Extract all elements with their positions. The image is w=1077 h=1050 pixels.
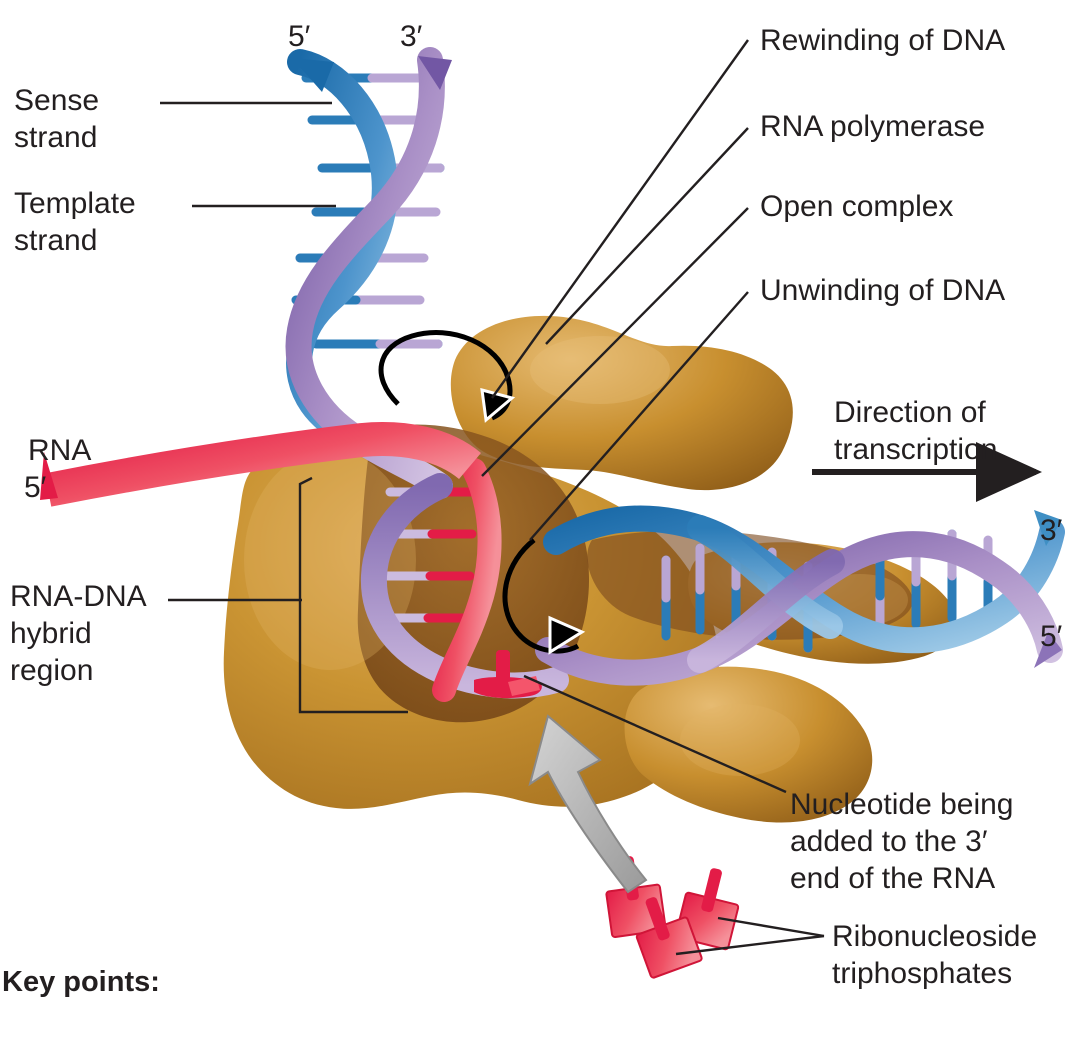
- label-ribonucleoside-triphosphates: Ribonucleoside triphosphates: [832, 920, 1038, 990]
- label-rna-5-prime: 5′: [24, 471, 47, 504]
- label-rna-dna-hybrid-region: RNA-DNA hybrid region: [10, 580, 147, 687]
- strand-end-downstream-5: 5′: [1040, 620, 1063, 653]
- leader-lines: [160, 39, 825, 956]
- label-rna-polymerase: RNA polymerase: [760, 110, 986, 143]
- label-nucleotide-being-added: Nucleotide being added to the 3′ end of …: [790, 788, 1014, 895]
- rewinding-arrowhead: [480, 387, 516, 423]
- label-template-strand: Template strand: [14, 187, 136, 257]
- strand-end-upstream-template-3: 3′: [400, 20, 423, 53]
- key-points-heading: Key points:: [2, 966, 160, 998]
- leader-nucleotide-added: [523, 674, 787, 794]
- strand-end-downstream-3: 3′: [1040, 514, 1063, 547]
- unwinding-arrowhead: [548, 615, 586, 655]
- label-rna: RNA: [28, 434, 92, 467]
- substrate-supply-arrow: [528, 714, 648, 894]
- leader-rewinding: [491, 39, 749, 399]
- ribonucleoside-triphosphate-3: [635, 897, 703, 979]
- label-rewinding-of-dna: Rewinding of DNA: [760, 24, 1006, 57]
- leader-open-complex: [481, 207, 749, 477]
- label-unwinding-of-dna: Unwinding of DNA: [760, 274, 1006, 307]
- leader-ntp-a: [717, 916, 825, 938]
- label-open-complex: Open complex: [760, 190, 954, 223]
- hybrid-region-bracket: [298, 476, 408, 714]
- unwinding-rotation-arrow: [502, 538, 580, 654]
- nucleotide-being-added: [474, 650, 542, 699]
- label-direction-of-transcription: Direction of transcription: [834, 396, 998, 466]
- leader-rna-polymerase: [545, 127, 749, 345]
- label-sense-strand: Sense strand: [14, 84, 100, 154]
- downstream-dna-duplex: [535, 505, 1065, 686]
- leader-ntp-b: [675, 934, 825, 956]
- rna-transcript: [40, 422, 481, 507]
- upstream-dna-duplex: [285, 47, 453, 499]
- strand-end-upstream-sense-5: 5′: [288, 20, 311, 53]
- leader-unwinding: [529, 291, 749, 541]
